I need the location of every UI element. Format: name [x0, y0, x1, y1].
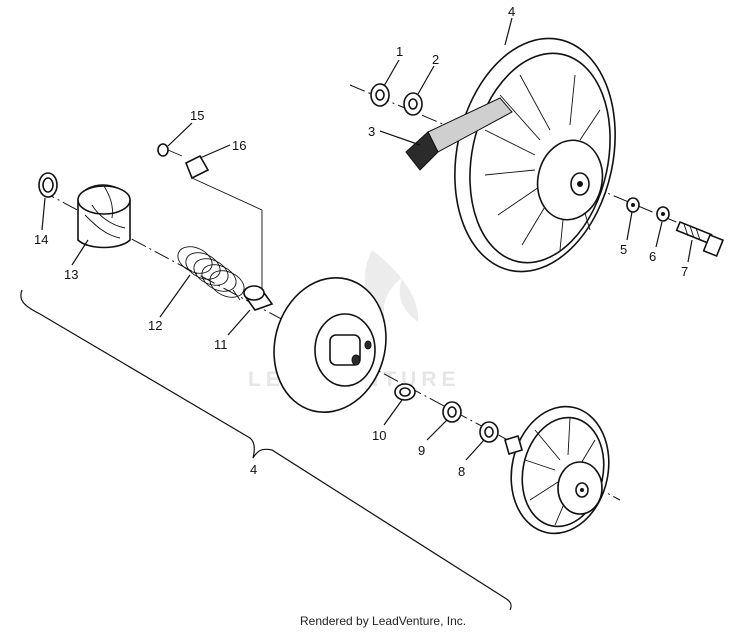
roller-pin-15-16: [157, 143, 263, 290]
callout-numbers: 1 2 3 4 4 5 6 7 8 9 10 11 12 13 14 15 16: [34, 4, 688, 479]
callout-6: 6: [649, 249, 656, 264]
callout-7: 7: [681, 264, 688, 279]
callout-9: 9: [418, 443, 425, 458]
bushing-11: [243, 285, 274, 311]
upper-clutch-assembly: [349, 37, 725, 273]
callout-2: 2: [432, 52, 439, 67]
callout-10: 10: [372, 428, 386, 443]
lower-clutch-assembly: [38, 172, 621, 535]
callout-14: 14: [34, 232, 48, 247]
callout-4-bottom: 4: [250, 462, 257, 477]
clutch-hub: [536, 139, 604, 221]
callout-1: 1: [396, 44, 403, 59]
callout-16: 16: [232, 138, 246, 153]
callout-12: 12: [148, 318, 162, 333]
stationary-sheave: [273, 276, 387, 414]
callout-leaders: [41, 17, 693, 461]
pin-15: [157, 143, 169, 157]
callout-15: 15: [190, 108, 204, 123]
callout-13: 13: [64, 267, 78, 282]
movable-sheave: [504, 405, 610, 535]
callout-5: 5: [620, 242, 627, 257]
bolt-7: [675, 220, 725, 258]
callout-11: 11: [214, 337, 228, 352]
assembly-bracket: [20, 289, 512, 611]
callout-8: 8: [458, 464, 465, 479]
render-credit: Rendered by LeadVenture, Inc.: [300, 614, 466, 628]
cam-13: [77, 184, 131, 249]
callout-4-top: 4: [508, 4, 515, 19]
callout-3: 3: [368, 124, 375, 139]
roller-16: [184, 154, 210, 180]
spring-12: [177, 246, 245, 301]
